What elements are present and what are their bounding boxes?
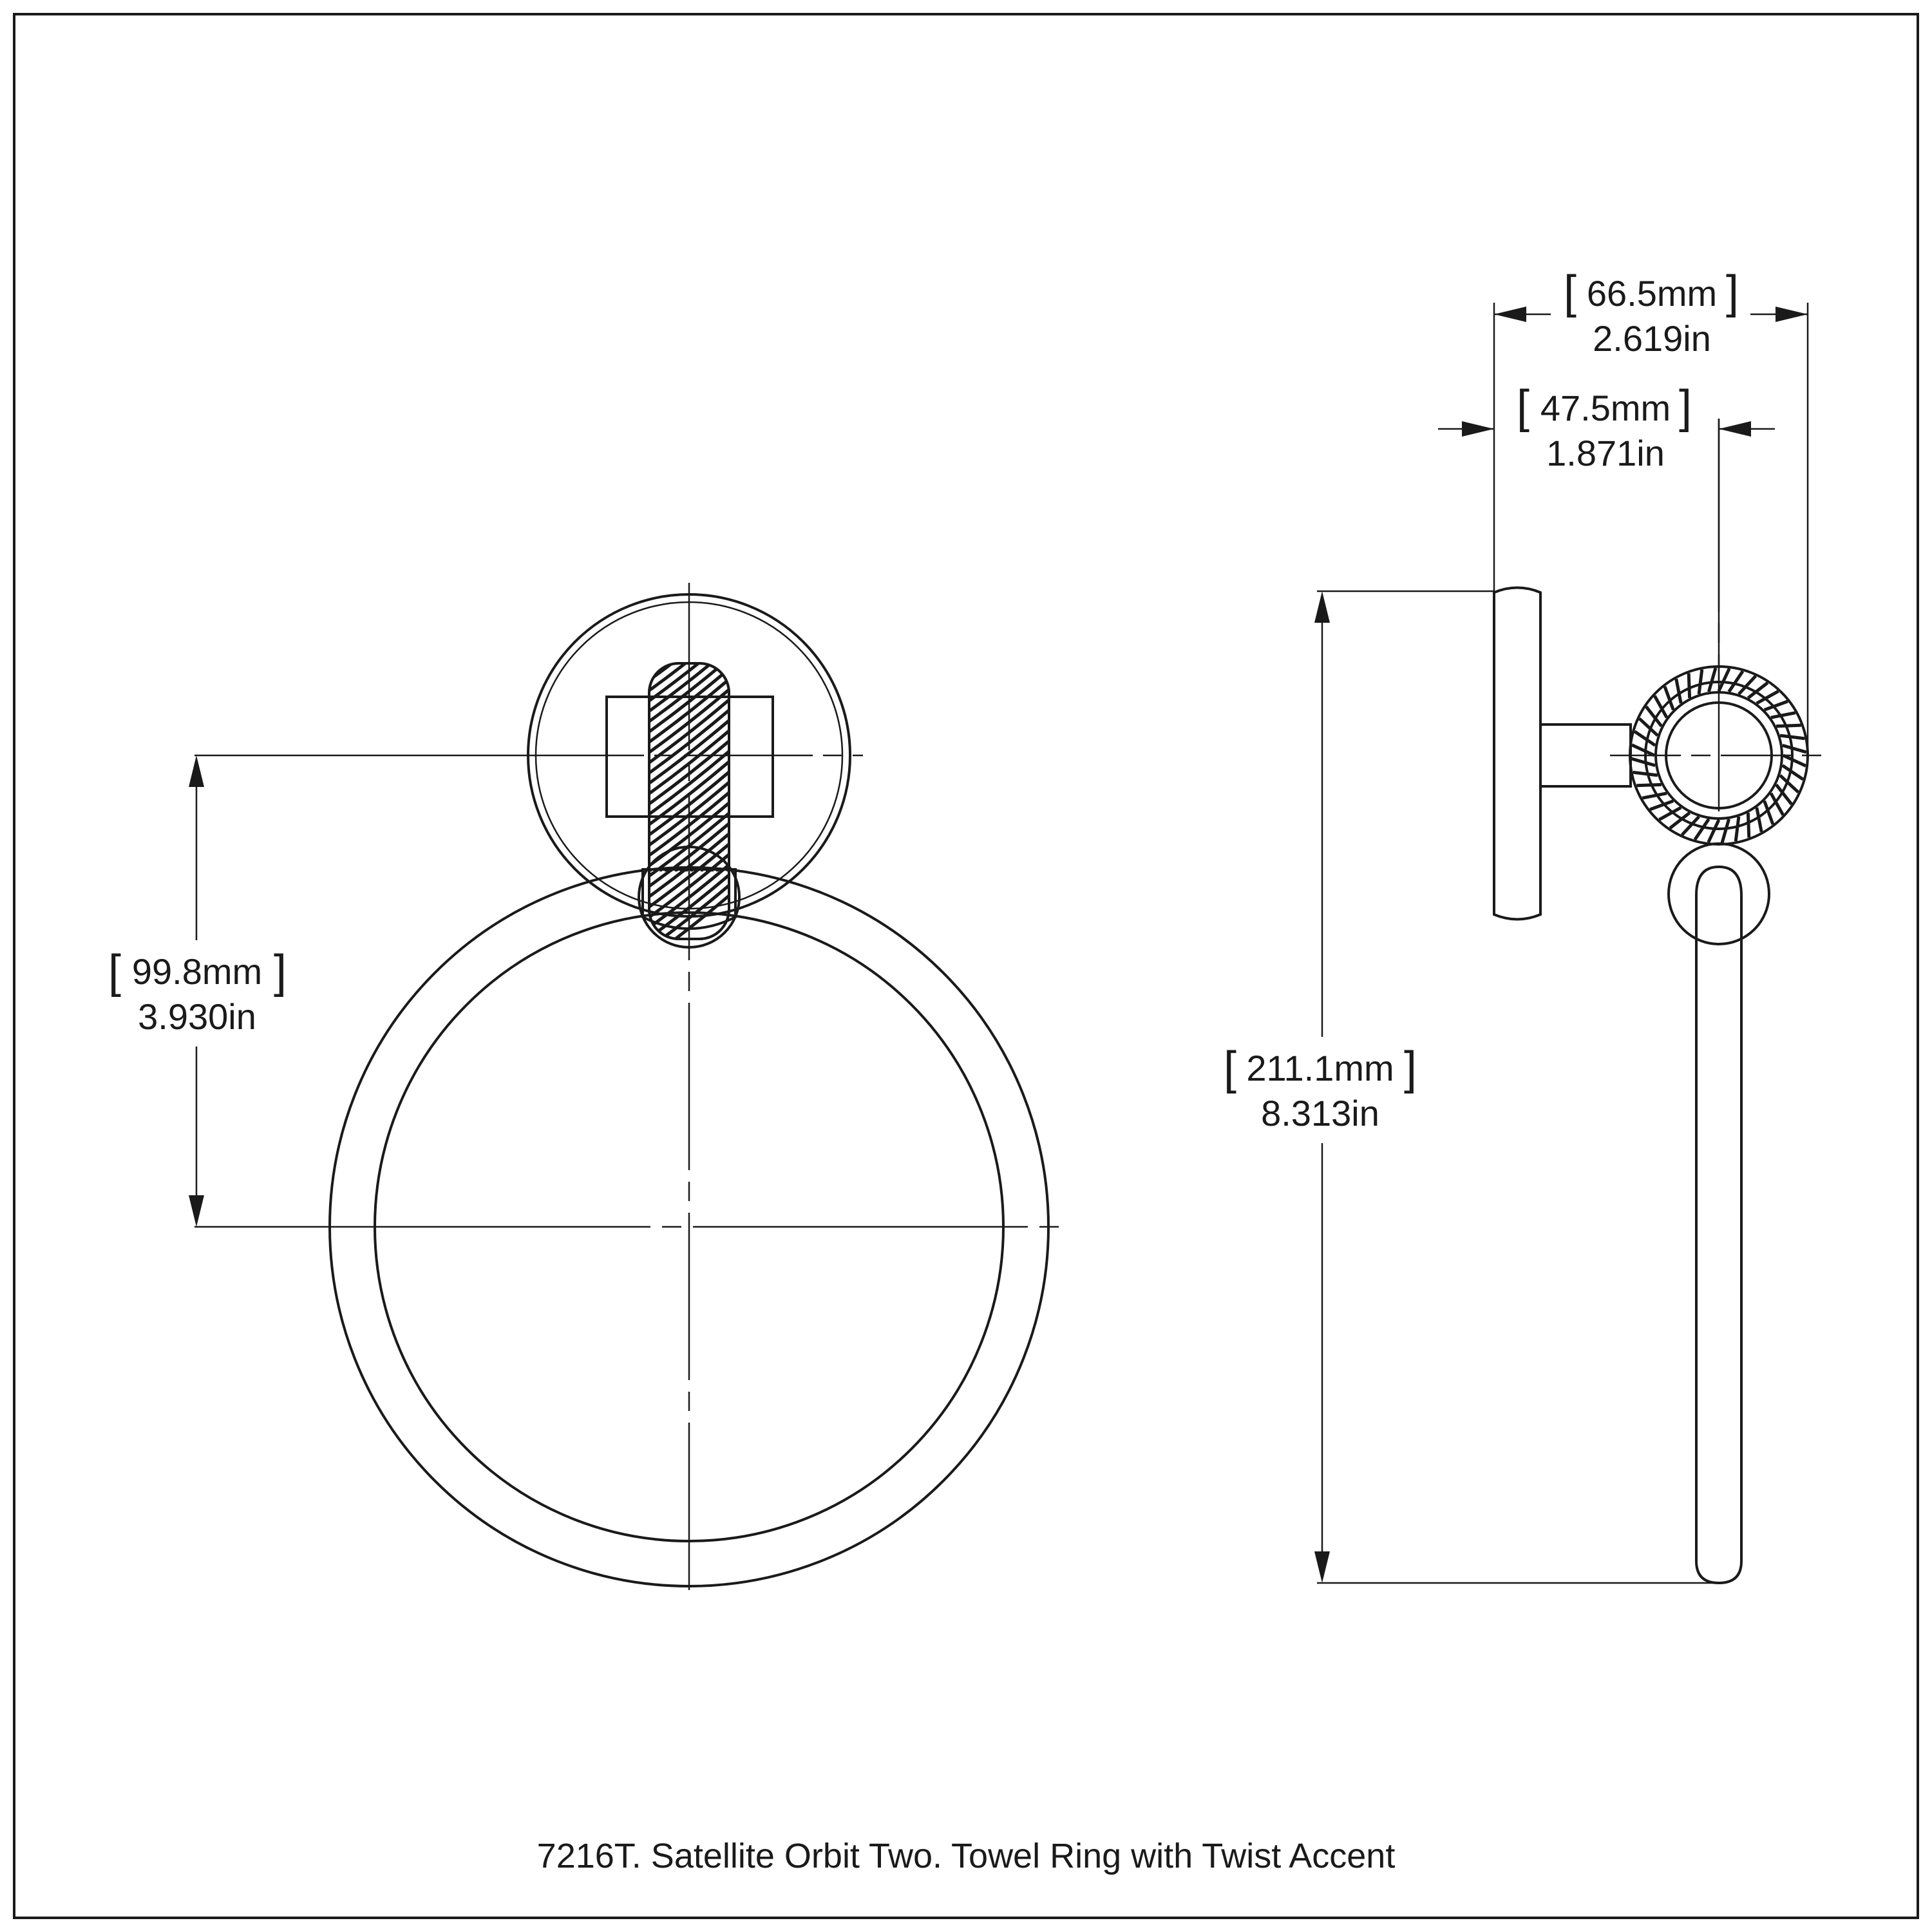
rope-twist-mark [1674,678,1683,704]
dim-center-drop-mm: 99.8mm [132,951,262,992]
dim-total-projection-mm: 66.5mm [1587,273,1717,314]
rope-twist-mark [1779,774,1800,794]
ring-hanger-joint [641,868,737,930]
rope-twist-mark [1631,757,1656,768]
svg-text:]: ] [1404,1043,1417,1094]
rope-twist-mark [1642,791,1667,800]
side-twist-rope-pattern [1631,667,1807,844]
side-ring-profile [1695,865,1743,1585]
rope-twist-mark [1738,674,1757,696]
svg-text:]: ] [1679,381,1692,433]
rope-twist-mark [1747,681,1769,699]
rope-twist-mark [1769,792,1785,816]
rope-twist-mark [1653,695,1669,719]
rope-twist-mark [1707,667,1718,692]
dim-height-mm: 211.1mm [1246,1048,1394,1088]
rope-twist-mark [1734,816,1741,842]
rope-twist-mark [1782,753,1807,768]
sheet-border [13,13,1919,1919]
rope-twist-mark [1680,815,1700,837]
rope-twist-mark [1649,799,1674,811]
rope-twist-mark [1781,764,1804,781]
svg-text:]: ] [1726,267,1739,318]
svg-text:[: [ [108,946,121,998]
rope-twist-mark [1782,743,1807,754]
rope-twist-mark [1707,819,1721,844]
rope-twist-mark [1633,730,1656,747]
svg-text:[: [ [1517,381,1530,433]
dim-post-projection-mm: 47.5mm [1540,388,1671,428]
twist-groove [649,715,729,789]
dim-height-in: 8.313in [1261,1093,1379,1133]
rope-twist-mark [1636,782,1662,788]
dim-total-projection-in: 2.619in [1593,318,1711,359]
svg-text:[: [ [1224,1043,1236,1094]
rope-twist-mark [1658,806,1682,821]
side-wall-plate [1493,586,1542,921]
front-view: [ ] 99.8mm 3.930in [103,583,1063,1597]
rope-twist-mark [1776,723,1801,728]
rope-twist-mark [1727,670,1745,693]
rope-twist-mark [1755,807,1763,833]
rope-twist-mark [1633,770,1658,777]
rope-twist-mark [1756,690,1779,705]
dim-center-drop-in: 3.930in [138,996,256,1037]
dim-post-projection-in: 1.871in [1546,433,1665,473]
rope-twist-mark [1717,667,1731,692]
rope-twist-mark [1763,800,1775,825]
rope-twist-mark [1763,699,1788,712]
twist-groove [649,663,729,696]
dim-arrow-up [189,755,204,787]
rope-twist-mark [1693,818,1710,841]
rope-twist-mark [1631,743,1656,757]
drawing-caption: 7216T. Satellite Orbit Two. Towel Ring w… [537,1837,1396,1875]
side-view: [ ] 66.5mm 2.619in [ ] 47.5mm 1.871in [ … [1220,267,1823,1585]
svg-text:[: [ [1564,267,1577,318]
rope-twist-mark [1638,717,1659,737]
rope-twist-mark [1669,811,1691,829]
side-hanger-ball [1667,842,1770,945]
svg-text:]: ] [274,946,287,998]
rope-twist-mark [1645,705,1663,728]
rope-twist-mark [1697,669,1704,695]
rope-twist-mark [1770,711,1796,719]
rope-twist-mark [1779,734,1805,741]
rope-twist-mark [1663,686,1675,711]
rope-twist-mark [1775,783,1793,806]
rope-twist-mark [1720,819,1731,844]
dim-arrow-down [189,1195,204,1227]
